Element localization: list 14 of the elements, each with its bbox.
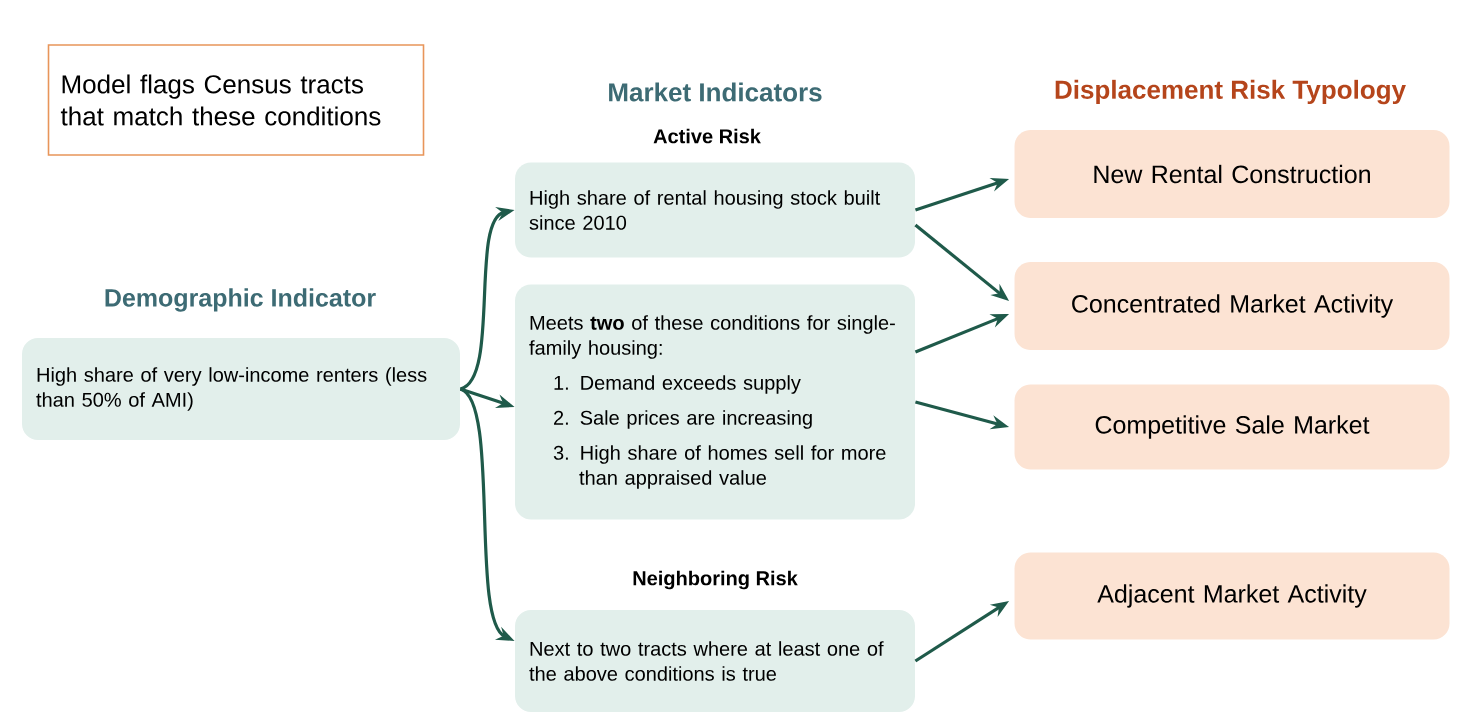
indicator-box: High share of rental housing stock built since 2010 <box>515 162 915 258</box>
indicator-box: Next to two tracts where at least one of the above conditions is true <box>515 610 915 712</box>
column-heading: Market Indicators <box>609 82 822 102</box>
section-heading: Active Risk <box>653 128 761 144</box>
typology-box: New Rental Construction <box>1014 130 1450 218</box>
section-heading: Neighboring Risk <box>633 570 798 590</box>
typology-box: Concentrated Market Activity <box>1014 262 1450 350</box>
indicator-box: Meets two of these conditions for single-family housing: 1. Demand exceeds supply 2. Sale prices are increasing 3. High share of homes sell for more than appraised value <box>515 284 915 520</box>
typology-box: Adjacent Market Activity <box>1014 552 1450 640</box>
note-box: Model flags Census tracts that match these conditions <box>47 44 425 156</box>
section-heading: Demographic Indicator <box>105 288 376 312</box>
indicator-box: High share of very low-income renters (less than 50% of AMI) <box>22 338 460 440</box>
typology-box: Competitive Sale Market <box>1014 384 1450 470</box>
column-heading: Displacement Risk Typology <box>1055 79 1406 105</box>
